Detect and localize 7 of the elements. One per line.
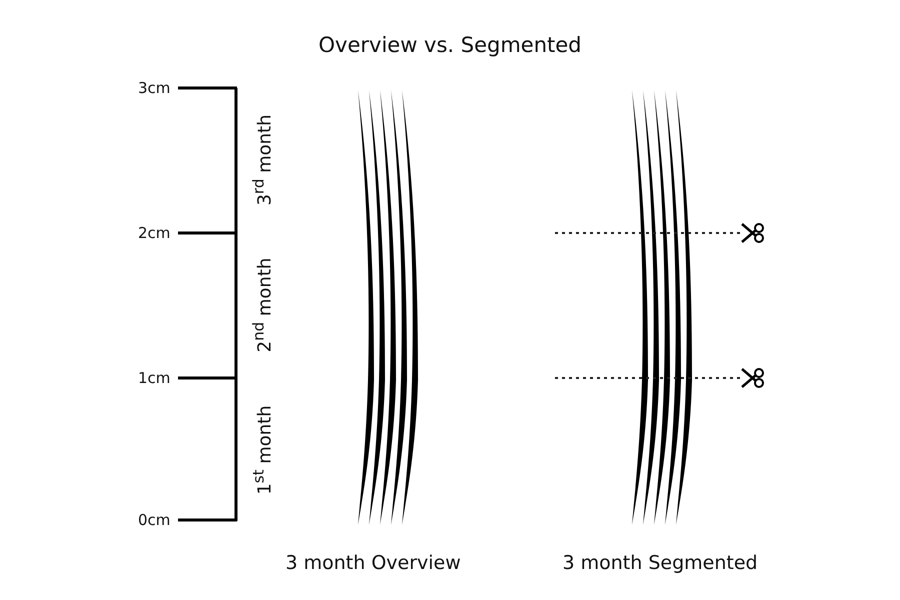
hair-caption: 3 month Overview	[286, 552, 461, 574]
diagram-title: Overview vs. Segmented	[318, 33, 582, 57]
scale-label: 3cm	[138, 79, 170, 97]
scale-label: 2cm	[138, 224, 170, 242]
hair-caption: 3 month Segmented	[562, 552, 758, 574]
scale-label: 0cm	[138, 511, 170, 529]
scale-label: 1cm	[138, 369, 170, 387]
